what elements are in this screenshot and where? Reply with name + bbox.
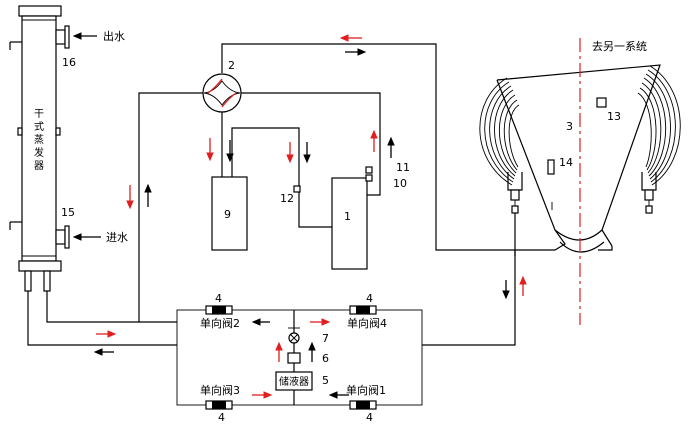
water-out-arrow: [72, 32, 97, 40]
four-way-valve: [202, 73, 242, 113]
label-1: 1: [344, 210, 351, 223]
flow-arrow-black-discharge: [387, 136, 395, 158]
flow-arrow-black-under-valve: [226, 140, 234, 163]
water-in-label: 进水: [106, 231, 128, 244]
flow-arrows: [93, 34, 527, 399]
label-13: 13: [607, 110, 621, 123]
flow-arrow-black-valve1: [328, 391, 349, 399]
evaporator-char-2: 式: [34, 120, 44, 133]
evaporator-char-4: 发: [34, 146, 44, 159]
label-6: 6: [322, 352, 329, 365]
flow-arrow-black-condenser: [502, 280, 510, 300]
flow-arrow-red-top: [339, 34, 362, 42]
label-10: 10: [393, 177, 407, 190]
receiver-label: 储液器: [279, 375, 309, 388]
flow-arrow-red-mid: [286, 142, 294, 164]
check-valve-3-body: [205, 400, 233, 410]
compressor-1: [331, 177, 368, 270]
check-valve-1-body: [349, 400, 377, 410]
check-valve-2-label: 单向阀2: [200, 316, 240, 330]
flow-arrow-black-top: [345, 48, 367, 56]
check-valve-4-body: [349, 305, 377, 315]
filter-6: [287, 352, 301, 364]
label-2: 2: [228, 59, 235, 72]
check-valve-4-label: 单向阀4: [347, 316, 387, 330]
tank-9: [211, 176, 248, 251]
flow-arrow-red-bottom-left: [96, 330, 117, 338]
water-out-label: 出水: [103, 29, 125, 43]
expansion-valve-7: [288, 327, 300, 344]
label-4-bottom-left: 4: [218, 411, 225, 424]
flow-arrow-red-up-center: [275, 341, 283, 362]
label-15: 15: [61, 206, 75, 219]
receiver-5: [275, 371, 313, 391]
piping: [27, 43, 516, 346]
evaporator-char-3: 蒸: [34, 134, 44, 146]
flow-arrow-red-valve4: [310, 318, 331, 326]
dry-evaporator: [9, 5, 70, 292]
water-in-arrow: [72, 233, 101, 241]
label-7: 7: [322, 332, 329, 345]
label-12: 12: [280, 192, 294, 205]
label-9: 9: [224, 208, 231, 221]
check-valve-2-body: [205, 305, 233, 315]
evaporator-char-5: 器: [34, 160, 44, 172]
evaporator-char-1: 干: [34, 109, 44, 120]
flow-arrow-red-condenser: [519, 275, 527, 296]
label-4-top-left: 4: [215, 292, 222, 305]
label-3: 3: [566, 120, 573, 133]
label-16: 16: [62, 56, 76, 69]
label-4-top-right: 4: [366, 292, 373, 305]
label-14: 14: [559, 156, 573, 169]
flow-arrow-black-up-center: [308, 341, 316, 362]
flow-arrow-black-left-vertical: [144, 183, 152, 207]
label-4-bottom-right: 4: [366, 411, 373, 424]
flow-arrow-black-bottom-left: [93, 348, 114, 356]
label-11: 11: [396, 161, 410, 174]
check-valve-1-label: 单向阀1: [346, 383, 386, 397]
flow-arrow-red-valve3: [252, 391, 273, 399]
flow-arrow-black-valve2: [251, 318, 270, 326]
flow-arrow-red-discharge: [370, 129, 378, 152]
label-5: 5: [322, 374, 329, 387]
flow-arrow-black-mid: [303, 142, 311, 164]
other-system-label: 去另一系统: [592, 40, 647, 53]
check-valve-3-label: 单向阀3: [200, 383, 240, 397]
flow-arrow-red-left-vertical: [126, 185, 134, 210]
flow-arrow-red-under-valve: [206, 138, 214, 162]
finned-condenser: [479, 64, 681, 253]
